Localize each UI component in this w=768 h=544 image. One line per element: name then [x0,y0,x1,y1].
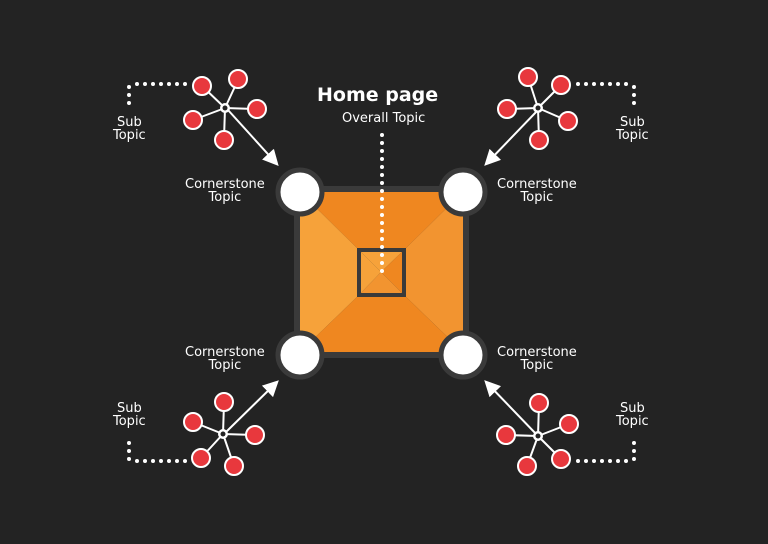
subtopic-cluster-bottom-left [183,392,265,476]
pyramid-apex [357,248,406,297]
subtopic-cluster-bottom-right [496,393,579,476]
overall-topic-label: Overall Topic [342,111,426,126]
arrows [225,109,539,437]
subtopic-cluster-top-left [183,69,267,150]
cornerstone-node-bottom-left [275,330,325,380]
subtopic-dotted-connectors [127,82,636,463]
cornerstone-node-top-left [275,167,325,217]
cornerstone-node-bottom-right [438,330,488,380]
cornerstone-node-top-right [438,167,488,217]
home-page-title: Home page [317,84,439,106]
subtopic-cluster-top-right [497,67,578,150]
cornerstone-nodes [275,167,488,380]
overall-topic-dotted-line [380,133,384,273]
